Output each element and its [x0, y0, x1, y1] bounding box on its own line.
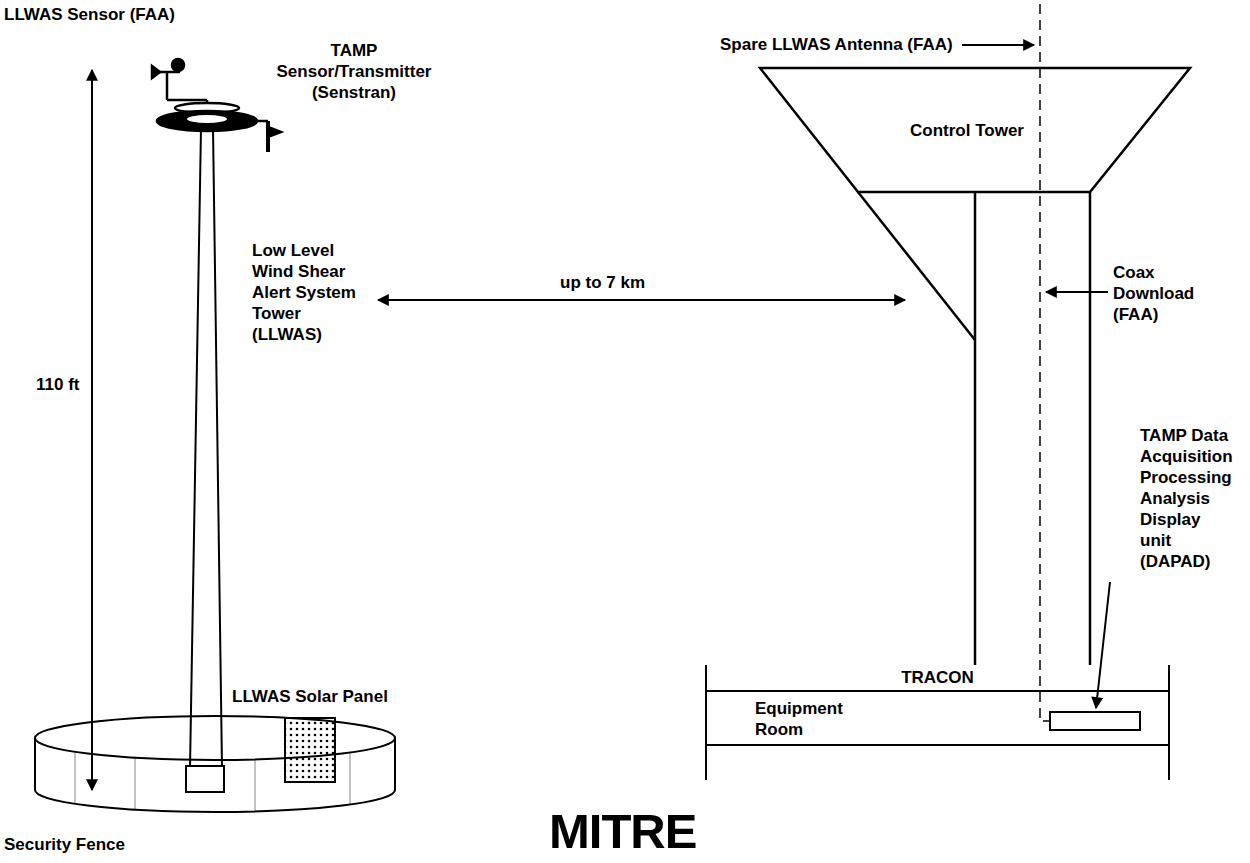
- tower-brace: [858, 192, 975, 340]
- shaft-edge: [1089, 192, 1092, 665]
- llwas-tower: [186, 128, 224, 792]
- fence-mesh: [75, 752, 76, 804]
- antenna-label: Spare LLWAS Antenna (FAA): [720, 34, 953, 55]
- distance-arrow: [378, 299, 905, 301]
- fence-mesh: [255, 759, 256, 811]
- tracon-building: TRACON Equipment Room: [705, 665, 1170, 780]
- probe-flag: [268, 127, 281, 137]
- coax-line: [1040, 4, 1050, 721]
- sensor-arm: [167, 99, 207, 102]
- fence-label: Security Fence: [4, 834, 125, 855]
- sensor-label: LLWAS Sensor (FAA): [4, 4, 175, 25]
- solar-panel-label: LLWAS Solar Panel: [232, 686, 388, 707]
- fence-top: [35, 716, 395, 760]
- anemometer-cup: [172, 59, 184, 71]
- platform-hole: [187, 115, 227, 123]
- mast-edge: [190, 128, 201, 768]
- fence-side: [34, 738, 36, 790]
- control-tower-shaft: [858, 192, 1090, 665]
- coax-label: Coax Download (FAA): [1113, 262, 1198, 325]
- node-label: Equipment Room: [755, 698, 850, 740]
- logo-text: MITRE: [549, 805, 696, 857]
- height-arrow: [91, 70, 93, 790]
- mast-edge: [213, 128, 222, 768]
- solar-panel: [285, 718, 335, 782]
- coax-pointer: [1046, 291, 1108, 293]
- security-fence: [35, 716, 395, 812]
- node-label: Control Tower: [910, 120, 1024, 141]
- tower-platform: [157, 111, 257, 131]
- fence-side: [394, 738, 396, 790]
- equipment-room-band: Equipment Room: [707, 690, 1168, 746]
- fence-bottom: [35, 790, 395, 812]
- mast-base: [186, 766, 224, 792]
- tower-cab-shape: [760, 68, 1190, 192]
- probe-arm: [250, 120, 268, 123]
- wind-vane-tail: [152, 66, 160, 78]
- shaft-edge: [974, 192, 977, 665]
- antenna-pointer: [962, 44, 1034, 46]
- dapad-unit: [1050, 712, 1140, 730]
- distance-dimension: up to 7 km: [560, 272, 645, 293]
- transmitter-label: TAMP Sensor/Transmitter (Senstran): [270, 40, 438, 103]
- height-dimension: 110 ft: [36, 374, 79, 395]
- dapad-label: TAMP Data Acquisition Processing Analysi…: [1140, 425, 1235, 572]
- fence-mesh: [135, 758, 136, 810]
- sensor-head: [152, 59, 281, 152]
- node-label: TRACON: [901, 667, 974, 688]
- sensor-pole: [166, 72, 169, 100]
- fence-mesh: [350, 752, 351, 804]
- tower-label: Low Level Wind Shear Alert System Tower …: [252, 240, 364, 345]
- control-tower-cab: Control Tower: [760, 68, 1190, 192]
